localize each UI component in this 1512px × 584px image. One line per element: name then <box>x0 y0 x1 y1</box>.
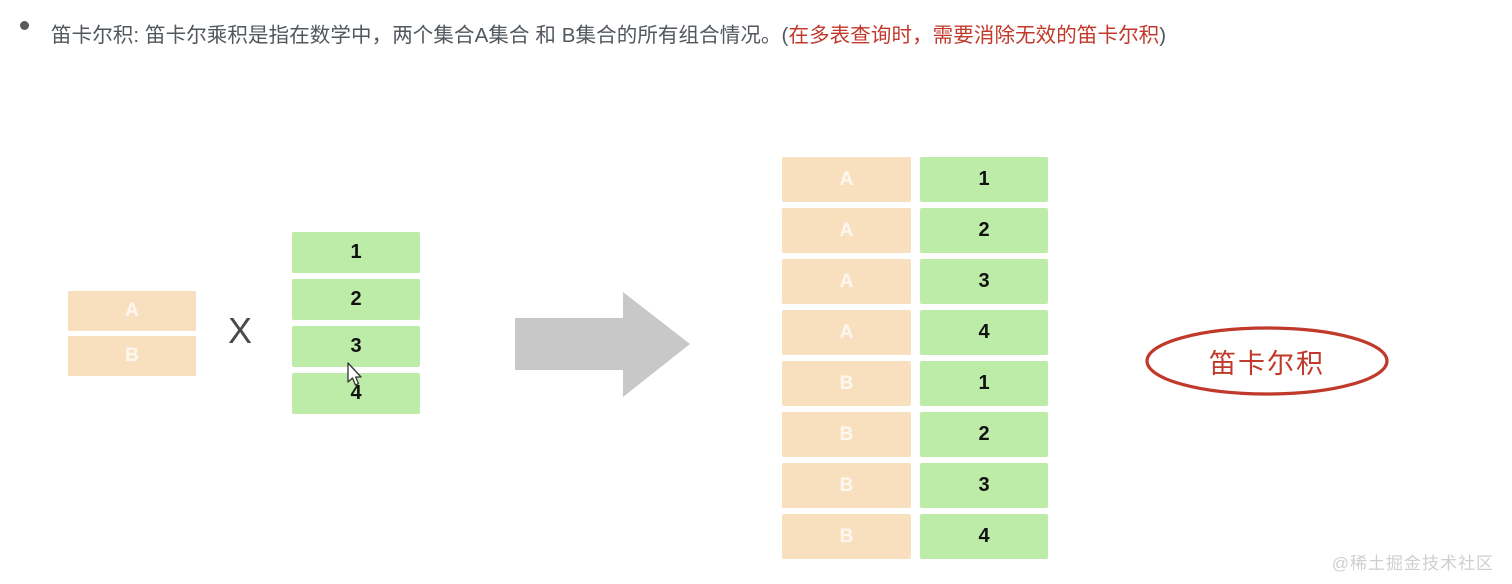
description-highlight-text: 在多表查询时，需要消除无效的笛卡尔积 <box>788 24 1160 47</box>
description-lead-text: 笛卡尔积: 笛卡尔乘积是指在数学中，两个集合A集合 和 B集合的所有组合情况。 <box>51 24 782 47</box>
watermark: @稀土掘金技术社区 <box>1331 554 1494 573</box>
result-right-cell: 3 <box>920 259 1048 304</box>
result-left-cell: B <box>782 361 911 406</box>
description-block: 笛卡尔积: 笛卡尔乘积是指在数学中，两个集合A集合 和 B集合的所有组合情况。(… <box>0 6 1500 66</box>
description-paragraph: 笛卡尔积: 笛卡尔乘积是指在数学中，两个集合A集合 和 B集合的所有组合情况。(… <box>16 6 1500 66</box>
result-left-cell: B <box>782 463 911 508</box>
result-left-cell: B <box>782 514 911 559</box>
close-paren: ) <box>1159 24 1167 47</box>
result-left-cell: B <box>782 412 911 457</box>
result-right-cell: 3 <box>920 463 1048 508</box>
result-right-cell: 1 <box>920 157 1048 202</box>
right-arrow-icon <box>515 292 690 397</box>
annotation-ellipse: 笛卡尔积 <box>1144 325 1390 397</box>
set-a-cell: B <box>68 336 196 376</box>
result-left-cell: A <box>782 208 911 253</box>
annotation-label: 笛卡尔积 <box>1209 348 1325 379</box>
result-right-cell: 4 <box>920 514 1048 559</box>
result-right-cell: 2 <box>920 412 1048 457</box>
result-left-cell: A <box>782 157 911 202</box>
set-b-cell: 2 <box>292 279 420 320</box>
set-b-cell: 1 <box>292 232 420 273</box>
set-a-cell: A <box>68 291 196 331</box>
result-left-cell: A <box>782 259 911 304</box>
open-paren: ( <box>781 24 789 47</box>
multiply-operator: X <box>228 310 253 351</box>
set-b-cell: 4 <box>292 373 420 414</box>
result-right-cell: 1 <box>920 361 1048 406</box>
result-right-cell: 4 <box>920 310 1048 355</box>
result-right-cell: 2 <box>920 208 1048 253</box>
result-left-cell: A <box>782 310 911 355</box>
set-b-cell: 3 <box>292 326 420 367</box>
bullet-point-icon <box>20 21 29 30</box>
